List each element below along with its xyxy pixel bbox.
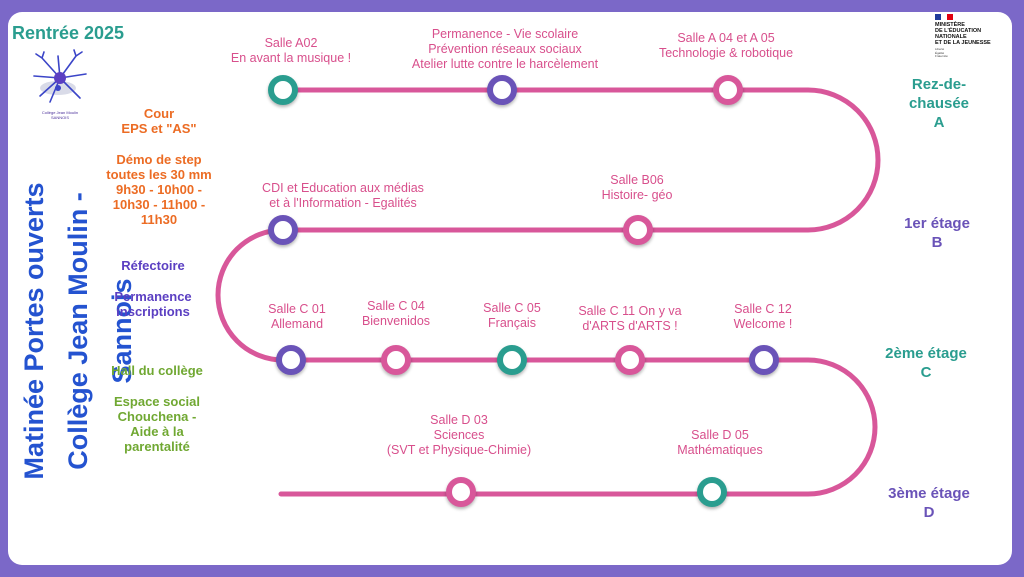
poster-card bbox=[8, 12, 1012, 565]
floor-c-label: 2ème étage C bbox=[885, 345, 967, 381]
espace-social-label: Espace social Chouchena - Aide à la pare… bbox=[87, 394, 227, 454]
stop-c05-label: Salle C 05 Français bbox=[483, 301, 541, 330]
route-path bbox=[215, 87, 881, 497]
step-label: Démo de step toutes les 30 mm 9h30 - 10h… bbox=[89, 152, 229, 227]
college-logo bbox=[33, 49, 87, 103]
french-flag-icon bbox=[935, 14, 953, 20]
stop-d03-label: Salle D 03 Sciences (SVT et Physique-Chi… bbox=[386, 413, 532, 457]
stop-c05-marker bbox=[497, 345, 527, 375]
cour-text: Cour bbox=[143, 106, 175, 121]
stop-cdi-label: CDI et Education aux médias et à l'Infor… bbox=[262, 181, 424, 210]
rentree-title: Rentrée 2025 bbox=[12, 23, 125, 43]
stop-d05-label: Salle D 05 Mathématiques bbox=[677, 428, 763, 457]
stop-a02-label: Salle A02 En avant la musique ! bbox=[230, 36, 352, 65]
cour-eps-label: Cour EPS et "AS" bbox=[89, 106, 229, 136]
vertical-title-line1: Matinée Portes ouverts bbox=[19, 182, 49, 480]
stop-a02-marker bbox=[268, 75, 298, 105]
floor-b-label: 1er étage B bbox=[904, 215, 970, 251]
ministry-motto: Liberté Égalité Fraternité bbox=[935, 47, 948, 58]
stop-c11-label: Salle C 11 On y va d'ARTS d'ARTS ! bbox=[578, 304, 682, 333]
step-line3: 9h30 - 10h00 - bbox=[116, 182, 202, 197]
ministry-logo: MINISTÈRE DE L'ÉDUCATION NATIONALE ET DE… bbox=[924, 14, 1004, 59]
step-line5: 11h30 bbox=[140, 212, 178, 227]
permanence-line1: Permanence bbox=[114, 289, 192, 304]
stop-c01-marker bbox=[276, 345, 306, 375]
stop-c01-label: Salle C 01 Allemand bbox=[268, 302, 326, 331]
stop-cdi-marker bbox=[268, 215, 298, 245]
ministry-name: MINISTÈRE DE L'ÉDUCATION NATIONALE ET DE… bbox=[935, 22, 991, 46]
stop-d05-marker bbox=[697, 477, 727, 507]
espace-line4: parentalité bbox=[124, 439, 190, 454]
hall-label: Hall du collège bbox=[111, 363, 203, 378]
permanence-inscriptions-label: Permanence inscriptions bbox=[83, 289, 223, 319]
logo-caption-line1: Collège Jean Moulin bbox=[41, 110, 79, 115]
floor-d-label: 3ème étage D bbox=[888, 485, 970, 521]
stop-b06-marker bbox=[623, 215, 653, 245]
stop-c11-marker bbox=[615, 345, 645, 375]
logo-caption: Collège Jean Moulin SANNOIS bbox=[18, 110, 102, 120]
step-line4: 10h30 - 11h00 - bbox=[112, 197, 206, 212]
stop-a04-label: Salle A 04 et A 05 Technologie & robotiq… bbox=[658, 31, 794, 60]
stop-b06-label: Salle B06 Histoire- géo bbox=[601, 173, 673, 202]
step-line2: toutes les 30 mm bbox=[106, 167, 212, 182]
stop-permanence-marker bbox=[487, 75, 517, 105]
logo-caption-line2: SANNOIS bbox=[50, 115, 69, 120]
espace-line1: Espace social bbox=[114, 394, 200, 409]
espace-line2: Chouchena - bbox=[117, 409, 197, 424]
stop-c12-label: Salle C 12 Welcome ! bbox=[733, 302, 793, 331]
stop-permanence-label: Permanence - Vie scolaire Prévention rés… bbox=[411, 27, 599, 71]
stop-c04-label: Salle C 04 Bienvenidos bbox=[361, 299, 431, 328]
stop-c12-marker bbox=[749, 345, 779, 375]
stop-d03-marker bbox=[446, 477, 476, 507]
refectoire-label: Réfectoire bbox=[121, 258, 185, 273]
permanence-line2: inscriptions bbox=[116, 304, 190, 319]
floor-a-label: Rez-de- chausée A bbox=[908, 76, 970, 131]
stop-c04-marker bbox=[381, 345, 411, 375]
eps-text: EPS et "AS" bbox=[121, 121, 197, 136]
stop-a04-marker bbox=[713, 75, 743, 105]
step-line1: Démo de step bbox=[116, 152, 202, 167]
espace-line3: Aide à la bbox=[130, 424, 184, 439]
